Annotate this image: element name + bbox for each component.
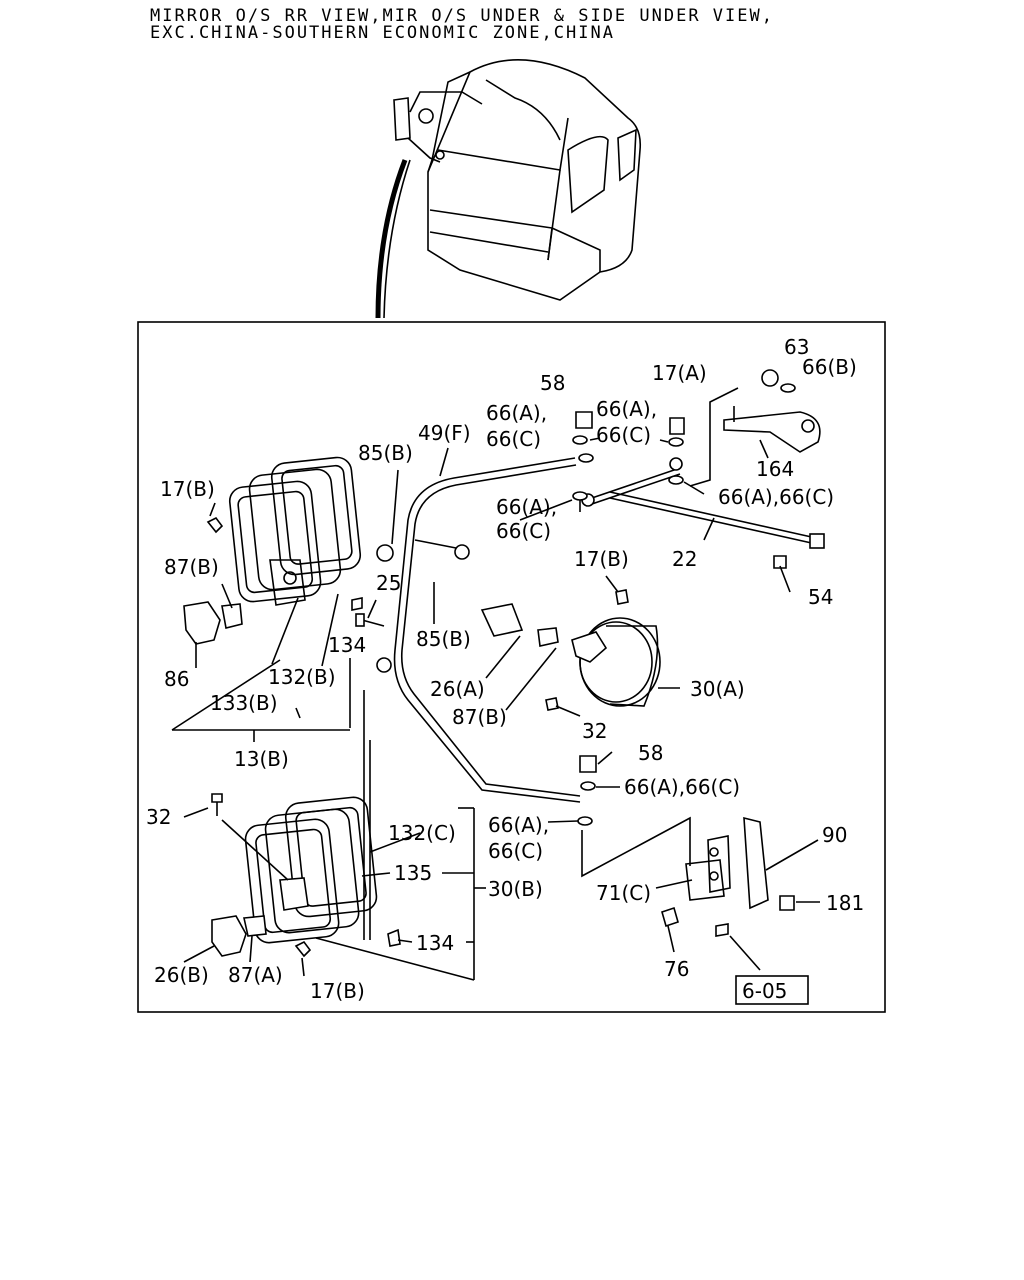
- callout-86: 86: [164, 667, 189, 691]
- callout-181: 181: [826, 891, 864, 915]
- callout-87a: 87(A): [228, 963, 283, 987]
- callout-17a: 17(A): [652, 361, 707, 385]
- callout-133b: 133(B): [210, 691, 278, 715]
- page-reference-box[interactable]: 6-05: [735, 975, 809, 1005]
- callout-66b: 66(B): [802, 355, 857, 379]
- callout-66ac-3a: 66(A),: [496, 495, 557, 519]
- page-reference-label: 6-05: [742, 979, 787, 1003]
- callout-58-top: 58: [540, 371, 565, 395]
- callout-13b: 13(B): [234, 747, 289, 771]
- round-mirror-30a: [480, 589, 661, 711]
- callout-32-mid: 32: [582, 719, 607, 743]
- callout-85b-mid: 85(B): [416, 627, 471, 651]
- callout-26b: 26(B): [154, 963, 209, 987]
- callout-132c: 132(C): [388, 821, 456, 845]
- callout-66ac-3b: 66(C): [496, 519, 551, 543]
- callout-30b: 30(B): [488, 877, 543, 901]
- callout-135: 135: [394, 861, 432, 885]
- callout-66ac-6b: 66(C): [488, 839, 543, 863]
- callout-49f: 49(F): [418, 421, 471, 445]
- callout-66ac-2b: 66(C): [596, 423, 651, 447]
- callout-87b-mid: 87(B): [452, 705, 507, 729]
- callout-90: 90: [822, 823, 847, 847]
- callout-132b: 132(B): [268, 665, 336, 689]
- callout-17b-mid: 17(B): [574, 547, 629, 571]
- leader-lines: [171, 387, 820, 981]
- callout-22: 22: [672, 547, 697, 571]
- callout-66ac-4: 66(A),66(C): [718, 485, 834, 509]
- callout-134-bot: 134: [416, 931, 454, 955]
- truck-cab-drawing: [375, 59, 642, 319]
- callout-66ac-6a: 66(A),: [488, 813, 549, 837]
- lower-mirror-assembly: [211, 793, 401, 958]
- callout-54: 54: [808, 585, 833, 609]
- callout-26a: 26(A): [430, 677, 485, 701]
- callout-71c: 71(C): [596, 881, 651, 905]
- callout-32-left: 32: [146, 805, 171, 829]
- callout-30a: 30(A): [690, 677, 745, 701]
- callout-66ac-2a: 66(A),: [596, 397, 657, 421]
- upper-mirror-assembly: [183, 456, 385, 645]
- diagram-title-line-2: EXC.CHINA-SOUTHERN ECONOMIC ZONE,CHINA: [150, 23, 615, 43]
- callout-87b-left: 87(B): [164, 555, 219, 579]
- callout-134-top: 134: [328, 633, 366, 657]
- callout-17b-left: 17(B): [160, 477, 215, 501]
- callout-25: 25: [376, 571, 401, 595]
- callout-58-mid: 58: [638, 741, 663, 765]
- callout-labels: 63 66(B) 17(A) 58 66(A), 66(C) 66(A), 66…: [146, 335, 864, 1003]
- bracket-164: [723, 369, 821, 453]
- callout-66ac-1a: 66(A),: [486, 401, 547, 425]
- detail-frame: [137, 321, 886, 1013]
- callout-66ac-1b: 66(C): [486, 427, 541, 451]
- diagram-title-line-1: MIRROR O/S RR VIEW,MIR O/S UNDER & SIDE …: [150, 6, 774, 26]
- callout-85b-top: 85(B): [358, 441, 413, 465]
- callout-164: 164: [756, 457, 794, 481]
- callout-17b-bot: 17(B): [310, 979, 365, 1003]
- callout-66ac-5: 66(A),66(C): [624, 775, 740, 799]
- callout-63: 63: [784, 335, 809, 359]
- callout-76: 76: [664, 957, 689, 981]
- bracket-90-71c: [661, 816, 795, 937]
